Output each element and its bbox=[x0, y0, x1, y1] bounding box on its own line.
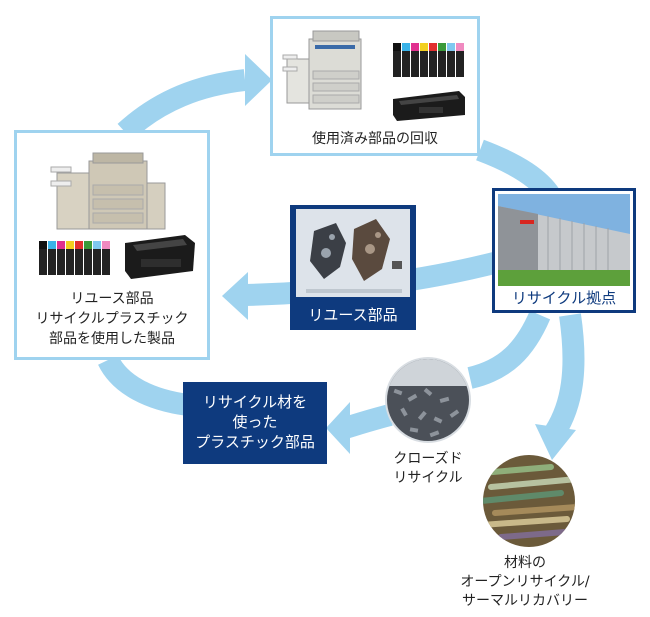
recycled-material-line1: リサイクル材を bbox=[202, 393, 308, 411]
arrowhead-open bbox=[535, 424, 576, 460]
ink-cartridges-icon bbox=[393, 43, 464, 77]
closed-recycle-label-line2: リサイクル bbox=[393, 470, 463, 486]
collection-label: 使用済み部品の回収 bbox=[312, 131, 438, 147]
products-label-line2: リサイクルプラスチック bbox=[35, 311, 189, 327]
arrowhead-material bbox=[326, 402, 350, 454]
recycled-material-line3: プラスチック部品 bbox=[195, 433, 315, 451]
open-recycle-label-line1: 材料の bbox=[504, 555, 546, 571]
arrow-products-to-material bbox=[98, 354, 190, 416]
collection-card: 使用済み部品の回収 bbox=[270, 16, 480, 156]
products-label-line1: リユース部品 bbox=[70, 291, 154, 307]
factory-icon bbox=[498, 194, 630, 286]
recycled-material-line2: 使った bbox=[232, 413, 278, 431]
recycle-base-label: リサイクル拠点 bbox=[511, 289, 617, 307]
ink-cartridges-icon bbox=[39, 241, 110, 275]
arrow-products-to-collection bbox=[117, 69, 247, 141]
plastic-pellets-icon bbox=[385, 357, 471, 443]
recycled-material-box: リサイクル材を 使った プラスチック部品 bbox=[183, 382, 327, 464]
open-recycle-label-line2: オープンリサイクル/ bbox=[460, 574, 590, 590]
toner-cartridge-icon bbox=[125, 235, 195, 279]
reuse-parts-box: リユース部品 bbox=[290, 205, 416, 330]
mixed-materials-icon bbox=[483, 455, 575, 547]
arrow-recycle-to-closed bbox=[467, 310, 551, 389]
toner-cartridge-icon bbox=[393, 91, 465, 121]
arrowhead-collection bbox=[245, 54, 272, 106]
recycle-base-card: リサイクル拠点 bbox=[492, 188, 636, 313]
open-recycle-label-line3: サーマルリカバリー bbox=[462, 593, 588, 609]
copier-machine-icon bbox=[50, 152, 166, 230]
closed-recycle-label-line1: クローズド bbox=[393, 451, 463, 467]
products-card: リユース部品 リサイクルプラスチック 部品を使用した製品 bbox=[14, 130, 210, 360]
arrow-recycle-to-open bbox=[545, 313, 585, 438]
copier-machine-icon bbox=[282, 30, 362, 110]
arrowhead-products bbox=[222, 272, 248, 320]
reuse-parts-label: リユース部品 bbox=[308, 306, 398, 324]
products-label-line3: 部品を使用した製品 bbox=[49, 331, 175, 347]
metal-parts-icon bbox=[296, 209, 410, 297]
